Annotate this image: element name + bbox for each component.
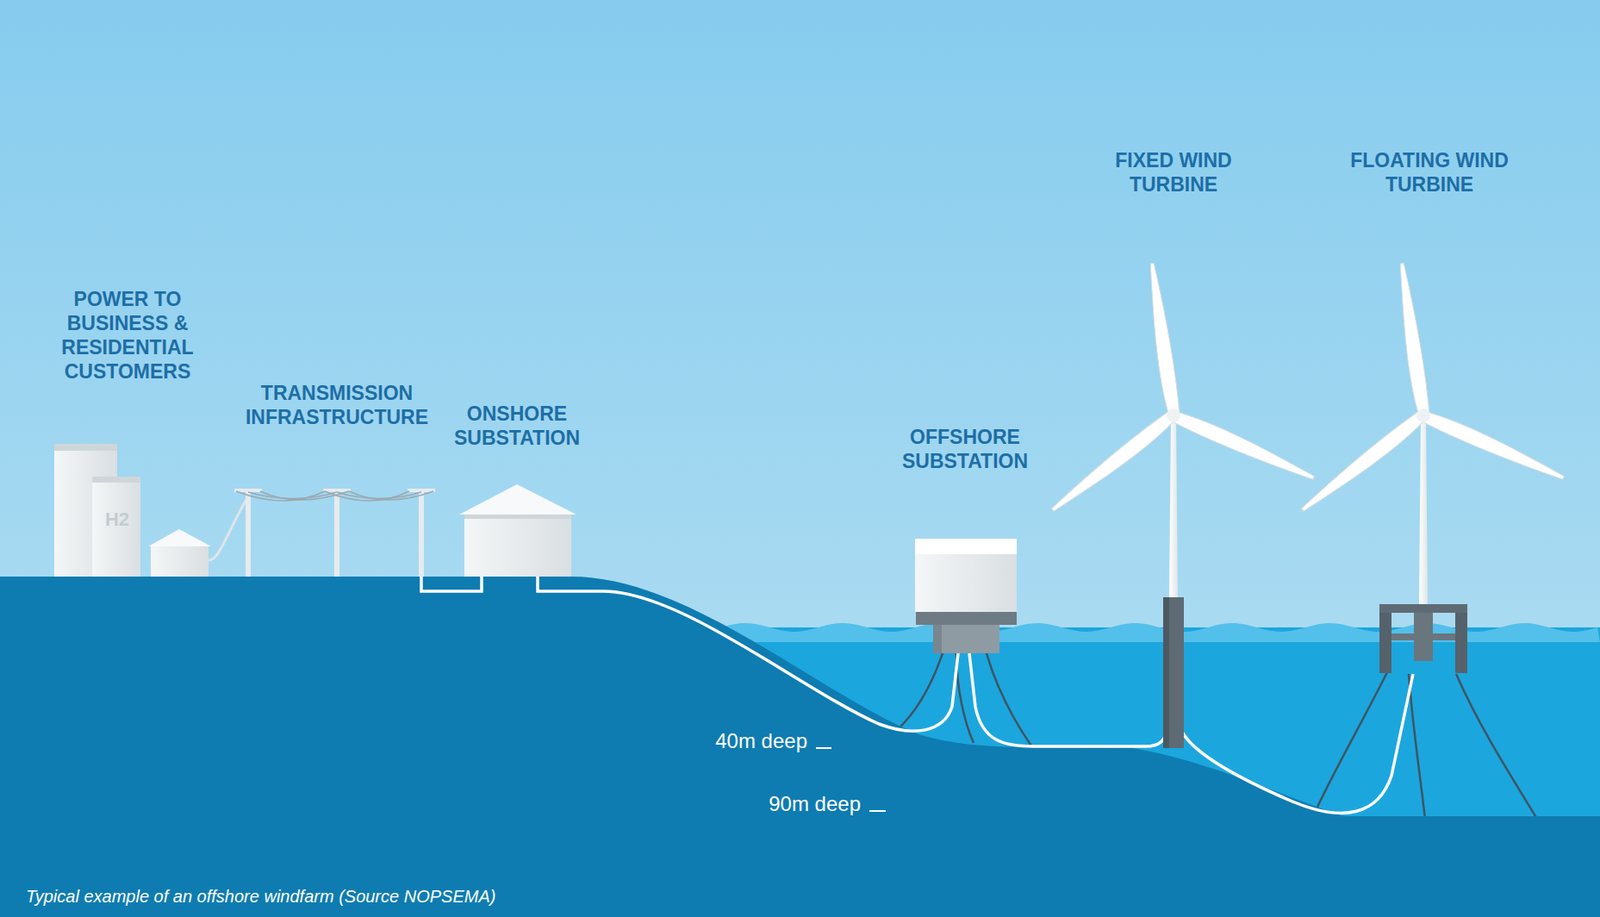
offshore-substation bbox=[915, 538, 1017, 654]
customers-label: POWER TO BUSINESS & RESIDENTIAL CUSTOMER… bbox=[41, 286, 214, 384]
customer-buildings bbox=[54, 443, 249, 577]
depth-label: 90m deep bbox=[748, 790, 861, 816]
fixed-wind-turbine bbox=[1048, 262, 1318, 748]
h2-label: H2 bbox=[95, 510, 139, 530]
transmission-label: TRANSMISSION INFRASTRUCTURE bbox=[237, 380, 436, 430]
depth-label: 40m deep bbox=[695, 728, 808, 754]
turbine-blade bbox=[1170, 408, 1318, 485]
turbine-blade bbox=[1144, 262, 1181, 418]
onshore-substation-label: ONSHORE SUBSTATION bbox=[439, 401, 595, 450]
turbine-blade bbox=[1298, 410, 1429, 517]
turbine-hub bbox=[1416, 408, 1431, 423]
figure-caption: Typical example of an offshore windfarm … bbox=[25, 886, 496, 907]
turbine-blade bbox=[1048, 410, 1179, 517]
offshore-substation-label: OFFSHORE SUBSTATION bbox=[878, 424, 1052, 474]
turbine-blade bbox=[1394, 262, 1431, 418]
onshore-substation bbox=[459, 484, 577, 577]
fixed-turbine-label: FIXED WIND TURBINE bbox=[1087, 148, 1260, 197]
turbine-blade bbox=[1420, 408, 1568, 485]
land-and-seabed bbox=[0, 576, 1600, 917]
turbine-hub bbox=[1166, 408, 1181, 423]
power-cables bbox=[421, 576, 1414, 813]
transmission-towers bbox=[234, 488, 436, 577]
floating-wind-turbine bbox=[1298, 262, 1568, 673]
floating-turbine-label: FLOATING WIND TURBINE bbox=[1338, 148, 1520, 197]
